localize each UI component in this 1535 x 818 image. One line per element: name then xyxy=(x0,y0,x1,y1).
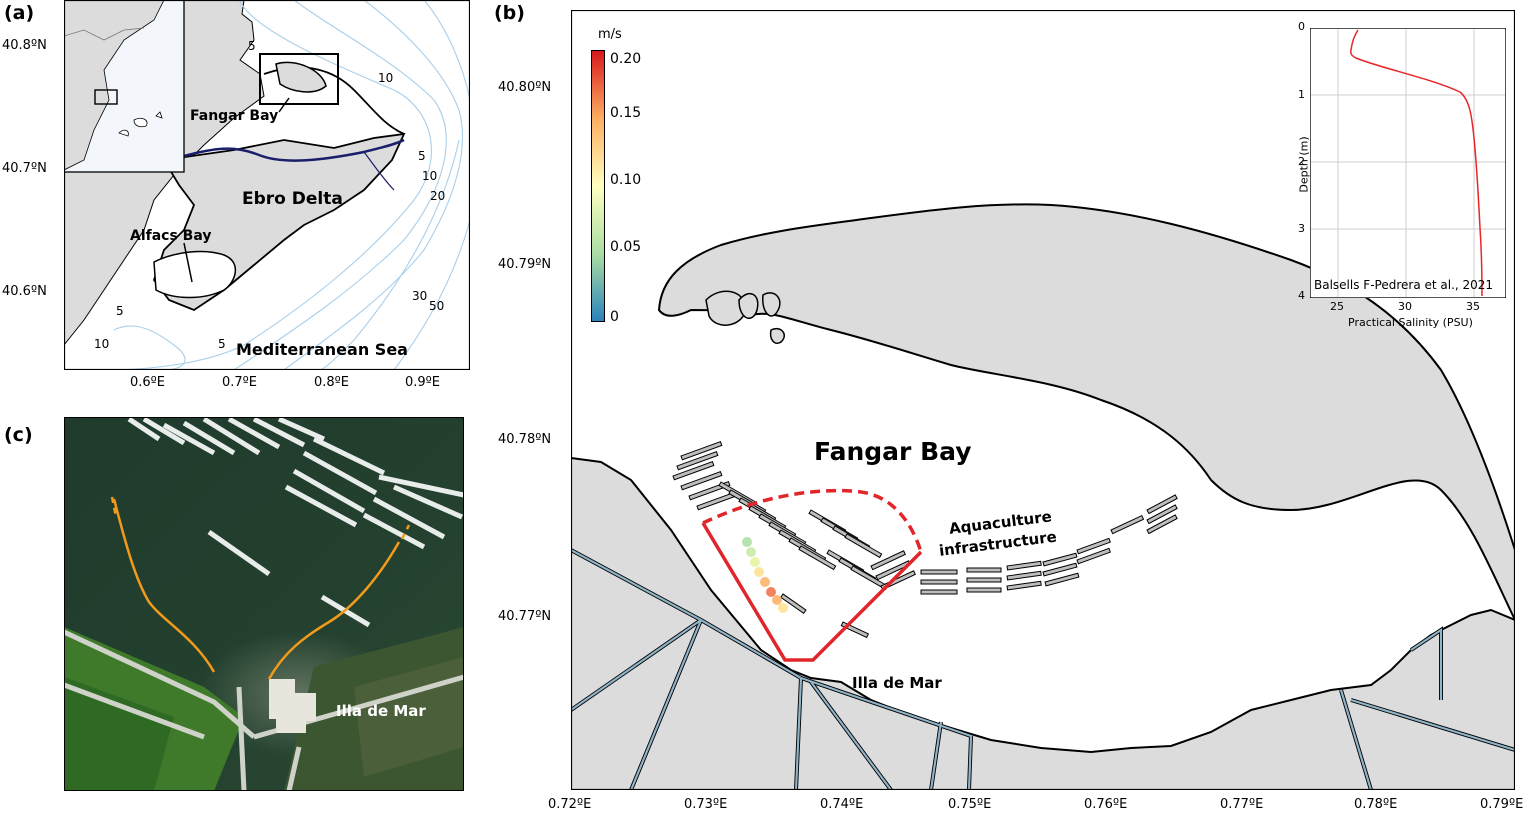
contour-label: 5 xyxy=(418,149,426,163)
shoreline-left xyxy=(112,498,216,673)
panel-a-map: 5 10 5 10 20 30 50 5 5 10 xyxy=(64,0,470,370)
colorbar xyxy=(591,50,605,322)
shoreline-right xyxy=(267,541,401,680)
alfacs-bay-shape xyxy=(153,250,236,299)
a-ytick: 40.8ºN xyxy=(2,38,47,53)
a-xtick: 0.9ºE xyxy=(405,375,441,390)
b-ytick: 40.79ºN xyxy=(498,257,552,272)
salinity-profile xyxy=(1350,29,1483,297)
colorbar-tick: 0.15 xyxy=(610,105,642,121)
illa-de-mar-village xyxy=(269,679,316,733)
contour-label: 5 xyxy=(218,337,226,351)
label-illa-de-mar-b: Illa de Mar xyxy=(852,674,942,692)
a-xtick: 0.8ºE xyxy=(314,375,350,390)
b-ytick: 40.77ºN xyxy=(498,609,552,624)
colorbar-tick: 0.10 xyxy=(610,172,642,188)
contour-label: 10 xyxy=(94,337,109,351)
a-xtick: 0.6ºE xyxy=(130,375,166,390)
inset-ytick: 1 xyxy=(1298,88,1305,101)
inset-ytick: 0 xyxy=(1298,20,1305,33)
contour-label: 20 xyxy=(430,189,445,203)
label-fangar-bay-b: Fangar Bay xyxy=(814,437,972,466)
b-xtick: 0.76ºE xyxy=(1084,797,1128,812)
panel-c-letter: (c) xyxy=(4,424,33,446)
velocity-track xyxy=(742,537,788,613)
panel-c-satellite xyxy=(64,417,464,791)
contour-label: 30 xyxy=(412,289,427,303)
contour-label: 10 xyxy=(422,169,437,183)
colorbar-tick: 0.05 xyxy=(610,239,642,255)
b-xtick: 0.78ºE xyxy=(1354,797,1398,812)
contour-label: 5 xyxy=(116,304,124,318)
panel-b-letter: (b) xyxy=(494,2,525,24)
label-alfacs-bay: Alfacs Bay xyxy=(130,228,212,244)
contour-label: 50 xyxy=(429,299,444,313)
inset-xtick: 30 xyxy=(1398,300,1412,313)
aquaculture-rafts xyxy=(672,440,1178,639)
fangar-bay-shape xyxy=(275,61,327,93)
contour-label: 10 xyxy=(378,71,393,85)
label-fangar-bay-a: Fangar Bay xyxy=(190,108,279,124)
salinity-profile-inset xyxy=(1310,28,1506,298)
panel-a-letter: (a) xyxy=(4,2,35,24)
b-xtick: 0.73ºE xyxy=(684,797,728,812)
inset-ylabel: Depth (m) xyxy=(1297,136,1311,193)
inset-citation: Balsells F-Pedrera et al., 2021 xyxy=(1314,278,1494,292)
inset-ytick: 3 xyxy=(1298,222,1305,235)
b-xtick: 0.72ºE xyxy=(548,797,592,812)
ebro-river xyxy=(183,138,405,162)
label-mediterranean: Mediterranean Sea xyxy=(236,340,408,359)
mainland-south xyxy=(571,456,1515,790)
colorbar-unit: m/s xyxy=(598,27,622,42)
inset-xtick: 35 xyxy=(1466,300,1480,313)
b-xtick: 0.79ºE xyxy=(1480,797,1524,812)
inset-xtick: 25 xyxy=(1330,300,1344,313)
fangar-box xyxy=(259,53,339,105)
a-xtick: 0.7ºE xyxy=(222,375,258,390)
b-ytick: 40.80ºN xyxy=(498,80,552,95)
label-ebro-delta: Ebro Delta xyxy=(242,189,343,209)
a-ytick: 40.6ºN xyxy=(2,284,47,299)
study-area-solid xyxy=(701,522,923,662)
b-xtick: 0.75ºE xyxy=(948,797,992,812)
colorbar-tick: 0 xyxy=(610,309,619,325)
colorbar-tick: 0.20 xyxy=(610,51,642,67)
fangar-spit xyxy=(657,203,1515,621)
b-ytick: 40.78ºN xyxy=(498,432,552,447)
contour-label: 5 xyxy=(248,39,256,53)
inset-xlabel: Practical Salinity (PSU) xyxy=(1348,316,1473,329)
inset-ytick: 4 xyxy=(1298,289,1305,302)
b-xtick: 0.77ºE xyxy=(1220,797,1264,812)
b-xtick: 0.74ºE xyxy=(820,797,864,812)
label-illa-de-mar-c: Illa de Mar xyxy=(336,702,426,720)
inset-ytick: 2 xyxy=(1298,155,1305,168)
a-ytick: 40.7ºN xyxy=(2,161,47,176)
